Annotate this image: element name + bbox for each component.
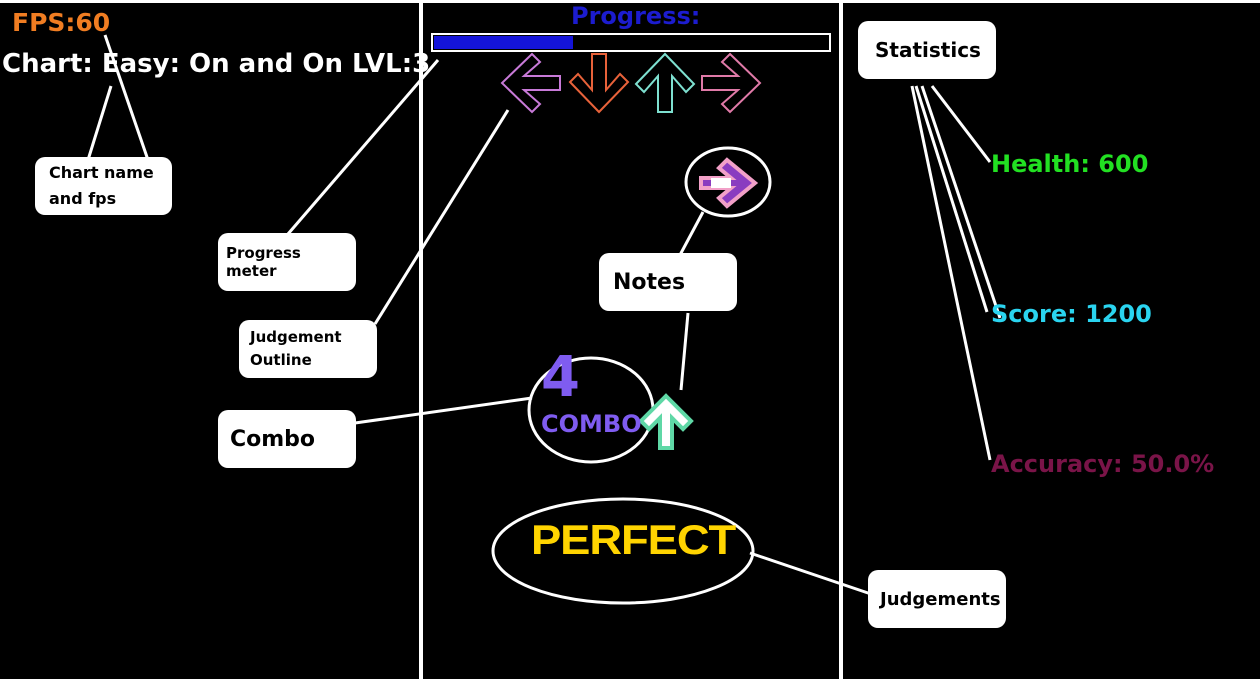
callout-judgement-outline: Judgement Outline xyxy=(239,320,377,378)
score-stat: Score: 1200 xyxy=(991,300,1152,328)
callout-statistics: Statistics xyxy=(858,21,996,79)
up-note-icon xyxy=(638,393,694,450)
progress-label: Progress: xyxy=(571,2,701,30)
callout-judgements-text: Judgements xyxy=(880,588,1001,610)
down-arrow-icon xyxy=(568,53,630,114)
combo-label: COMBO xyxy=(541,410,642,438)
combo-count: 4 xyxy=(541,345,580,410)
top-border xyxy=(0,0,1260,3)
callout-combo: Combo xyxy=(218,410,356,468)
callout-combo-text: Combo xyxy=(230,426,316,452)
left-lane-divider xyxy=(419,0,423,679)
callout-notes: Notes xyxy=(599,253,737,311)
callout-notes-text: Notes xyxy=(613,269,686,295)
callout-progress-meter-text: Progress meter xyxy=(226,244,301,280)
accuracy-stat: Accuracy: 50.0% xyxy=(991,450,1215,478)
judgement-outline xyxy=(500,52,762,114)
chart-name: Chart: Easy: On and On LVL:3 xyxy=(2,49,431,79)
right-arrow-icon xyxy=(701,52,762,114)
up-arrow-icon xyxy=(634,52,696,113)
callout-judgement-outline-line1: Judgement xyxy=(250,328,342,346)
health-stat: Health: 600 xyxy=(991,150,1149,178)
fps-counter: FPS:60 xyxy=(12,8,111,37)
right-note-icon xyxy=(699,157,759,209)
callout-progress-meter: Progress meter xyxy=(218,233,356,291)
callout-judgements: Judgements xyxy=(868,570,1006,628)
progress-meter xyxy=(431,33,831,52)
right-lane-divider xyxy=(839,0,843,679)
callout-chart-name-line1: Chart name xyxy=(49,163,154,182)
left-arrow-icon xyxy=(500,52,561,114)
callout-chart-name-fps: Chart name and fps xyxy=(35,157,172,215)
progress-fill xyxy=(434,36,573,49)
callout-statistics-text: Statistics xyxy=(875,38,981,62)
judgement-text: PERFECT xyxy=(531,516,736,563)
callout-judgement-outline-line2: Outline xyxy=(250,351,312,369)
callout-chart-name-line2: and fps xyxy=(49,189,117,208)
